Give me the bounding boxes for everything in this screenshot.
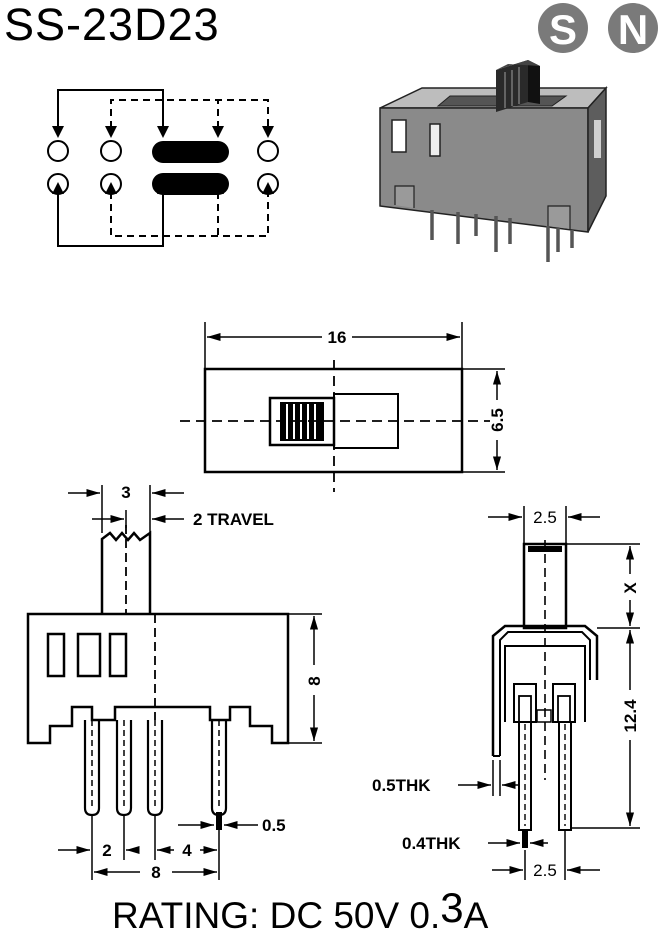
dim-pin-thickness-side: 0.4THK xyxy=(402,834,461,853)
dim-actuator-width: 3 xyxy=(121,483,130,502)
dim-actuator-height: X xyxy=(621,582,640,594)
rating-suffix: A xyxy=(463,895,489,936)
dim-side-width: 2.5 xyxy=(533,508,557,527)
dim-total-height: 12.4 xyxy=(621,699,640,733)
side-view xyxy=(458,506,640,880)
logo-circle-s xyxy=(538,3,588,53)
dim-body-length: 16 xyxy=(328,328,347,347)
dim-travel: 2 TRAVEL xyxy=(193,510,274,529)
logo-letter-n: N xyxy=(618,6,648,53)
logo-circle-n xyxy=(608,3,658,53)
dim-pin-pitch: 2 xyxy=(102,841,111,860)
dim-side-pin-pitch: 2.5 xyxy=(533,861,557,880)
rating-prefix: RATING: DC 50V 0. xyxy=(112,895,441,936)
dim-pin-pitch-4: 4 xyxy=(182,841,192,860)
rating-label: RATING: DC 50V 0.3A xyxy=(112,887,489,936)
front-view xyxy=(26,485,322,880)
brand-logo: S N xyxy=(538,3,658,53)
product-illustration xyxy=(379,60,608,262)
dim-body-width: 6.5 xyxy=(488,408,507,432)
dim-pin-thickness: 0.5 xyxy=(262,816,286,835)
dim-pin-span: 8 xyxy=(151,863,160,882)
part-number-title: SS-23D23 xyxy=(4,0,220,50)
circuit-schematic xyxy=(47,89,279,247)
logo-letter-s: S xyxy=(549,6,577,53)
rating-digit: 3 xyxy=(440,884,464,931)
dim-body-height: 8 xyxy=(305,676,324,685)
top-view xyxy=(180,322,505,492)
dim-frame-thickness: 0.5THK xyxy=(372,776,431,795)
